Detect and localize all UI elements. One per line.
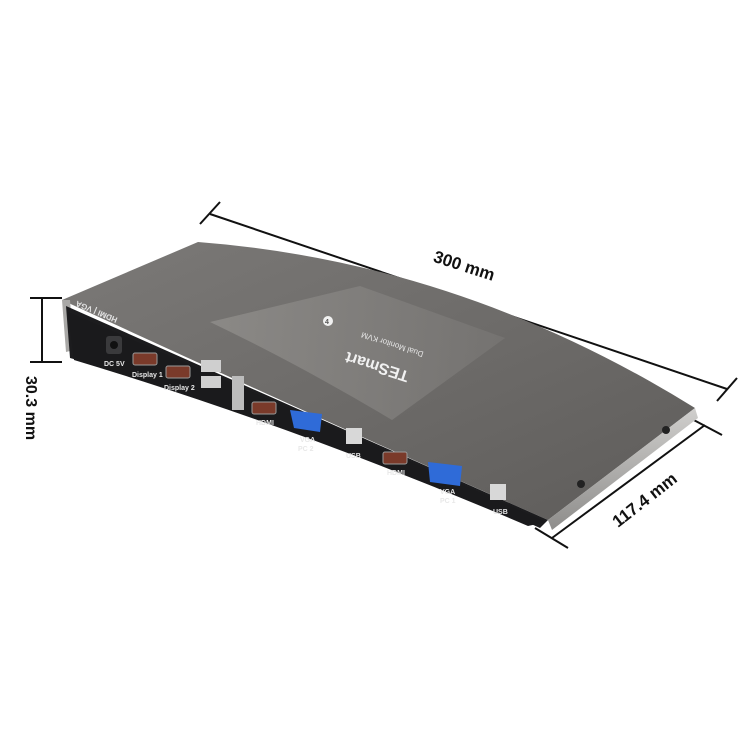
label-vga-pc1: VGA bbox=[440, 489, 455, 496]
hdmi-pc2 bbox=[251, 401, 277, 415]
hdmi-pc1 bbox=[382, 451, 408, 465]
port-row bbox=[106, 336, 506, 500]
brand-badge-text: 4 bbox=[325, 319, 329, 326]
hdmi-display2 bbox=[165, 365, 191, 379]
label-display1: Display 1 bbox=[132, 372, 163, 379]
bottom-edge bbox=[548, 408, 698, 530]
label-vga-pc2: VGA bbox=[300, 437, 315, 444]
side-jack-2 bbox=[577, 480, 585, 488]
usb-b-pc1 bbox=[490, 484, 506, 500]
vga-pc1 bbox=[428, 462, 462, 486]
usb-b-pc2 bbox=[346, 428, 362, 444]
brand-badge bbox=[323, 316, 333, 326]
vga-pc2 bbox=[290, 410, 322, 432]
kvm-switch bbox=[62, 242, 698, 530]
label-hdmi-pc1: HDMI bbox=[387, 470, 405, 477]
usb-hub-port-1 bbox=[201, 360, 221, 372]
label-usb-pc1: USB bbox=[493, 509, 508, 516]
hdmi-display1 bbox=[132, 352, 158, 366]
usb-hub-port-3 bbox=[232, 376, 244, 410]
label-pc1: PC 1 bbox=[440, 498, 456, 505]
dimension-height bbox=[30, 297, 62, 363]
label-display2: Display 2 bbox=[164, 385, 195, 392]
dimension-depth bbox=[534, 417, 723, 549]
label-pc2: PC 2 bbox=[298, 446, 314, 453]
label-panel bbox=[210, 286, 505, 420]
side-jack-1 bbox=[662, 426, 670, 434]
label-dc: DC 5V bbox=[104, 361, 125, 368]
depth-label: 117.4 mm bbox=[609, 469, 681, 531]
length-label: 300 mm bbox=[431, 247, 497, 285]
usb-hub-port-2 bbox=[201, 376, 221, 388]
height-label: 30.3 mm bbox=[22, 376, 39, 440]
label-usb-pc2: USB bbox=[346, 453, 361, 460]
label-hdmi-pc2: HDMI bbox=[256, 420, 274, 427]
